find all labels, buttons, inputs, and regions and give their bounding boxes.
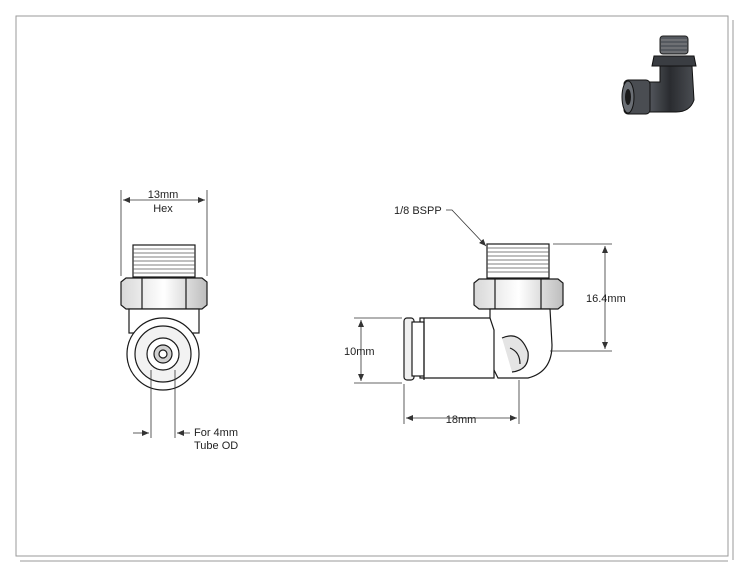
side-view xyxy=(403,243,564,381)
front-thread-lines xyxy=(133,248,195,274)
front-hex-dimension xyxy=(120,190,208,276)
drawing-frame xyxy=(15,15,729,557)
thread-leader-line xyxy=(446,209,487,247)
side-thread-lines xyxy=(487,247,549,273)
height-dimension xyxy=(550,243,612,352)
hex-size-label: 13mm xyxy=(148,189,179,201)
tube-od-line1: For 4mm xyxy=(194,427,238,439)
body-height-dimension xyxy=(354,317,402,384)
thread-spec-label: 1/8 BSPP xyxy=(394,205,442,217)
front-tube-od-dimension xyxy=(133,370,190,438)
frame-edge-ticks xyxy=(20,20,734,562)
length-label: 18mm xyxy=(446,414,477,426)
3d-preview-render xyxy=(621,35,697,115)
body-height-label: 10mm xyxy=(344,346,375,358)
tube-od-line2: Tube OD xyxy=(194,440,238,452)
hex-text-label: Hex xyxy=(153,203,173,215)
front-view xyxy=(120,244,208,391)
length-dimension xyxy=(403,380,520,424)
height-label: 16.4mm xyxy=(586,293,626,305)
